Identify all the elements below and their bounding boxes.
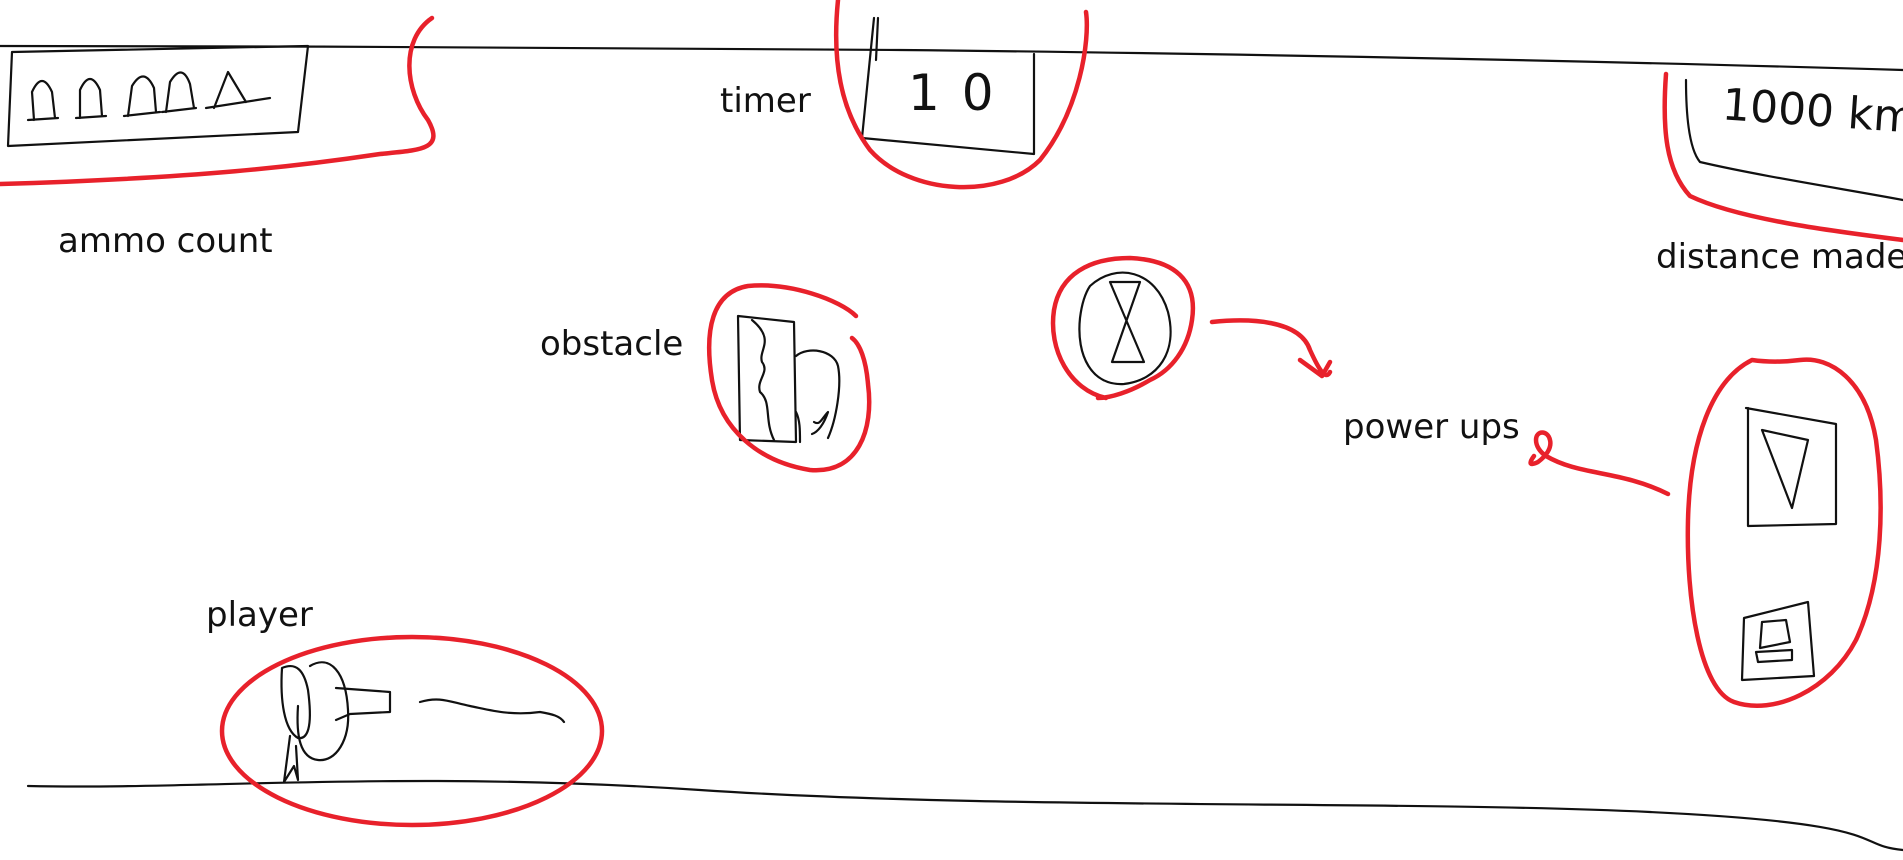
ammo-count-label: ammo count: [58, 221, 273, 261]
timer-value: 10: [908, 64, 1016, 122]
timer-box: [860, 16, 1036, 156]
bullet-icon: [26, 79, 60, 122]
obstacle: [706, 283, 872, 473]
ground-line: [26, 779, 1903, 852]
distance-hud: [1662, 71, 1903, 243]
timer-box-tick: [874, 16, 880, 62]
powerups-annotation-circle: [1685, 357, 1883, 708]
bullet-icon: [204, 70, 272, 110]
distance-value: 1000 km: [1720, 79, 1903, 144]
bullet-icon: [122, 75, 162, 118]
hourglass-annotation-circle: [1050, 255, 1196, 401]
player: [219, 634, 605, 828]
timer-hud: [833, 0, 1090, 190]
distance-made-label: distance made: [1656, 237, 1903, 277]
ammo-box: [6, 44, 310, 148]
powerups-group: [1528, 357, 1883, 708]
player-annotation-circle: [219, 634, 605, 828]
shield-icon: [1760, 428, 1810, 510]
bullet-icon: [74, 77, 108, 120]
player-sprite: [280, 661, 566, 784]
player-label: player: [206, 595, 313, 635]
powerup-hourglass: [1050, 255, 1333, 401]
obstacle-label: obstacle: [540, 324, 684, 364]
distance-box: [1684, 78, 1903, 202]
ammo-count-hud: [0, 15, 436, 187]
ammo-bullets: [26, 70, 272, 122]
powerup-arrow-right: [1209, 318, 1333, 379]
obstacle-sprite: [736, 314, 841, 444]
shield-powerup: [1744, 406, 1838, 528]
powerup-arrow-left: [1528, 430, 1671, 497]
ceiling-line: [0, 44, 1903, 72]
power-ups-label: power ups: [1343, 407, 1520, 447]
magnet-icon: [1754, 618, 1794, 664]
bullet-icon: [160, 71, 198, 114]
ammo-annotation-circle: [0, 15, 436, 187]
magnet-powerup: [1740, 600, 1816, 682]
hourglass-icon: [1078, 271, 1172, 386]
timer-annotation-circle: [833, 0, 1090, 190]
timer-label: timer: [720, 81, 811, 121]
distance-annotation-circle: [1662, 71, 1903, 243]
obstacle-annotation-circle: [706, 283, 872, 473]
